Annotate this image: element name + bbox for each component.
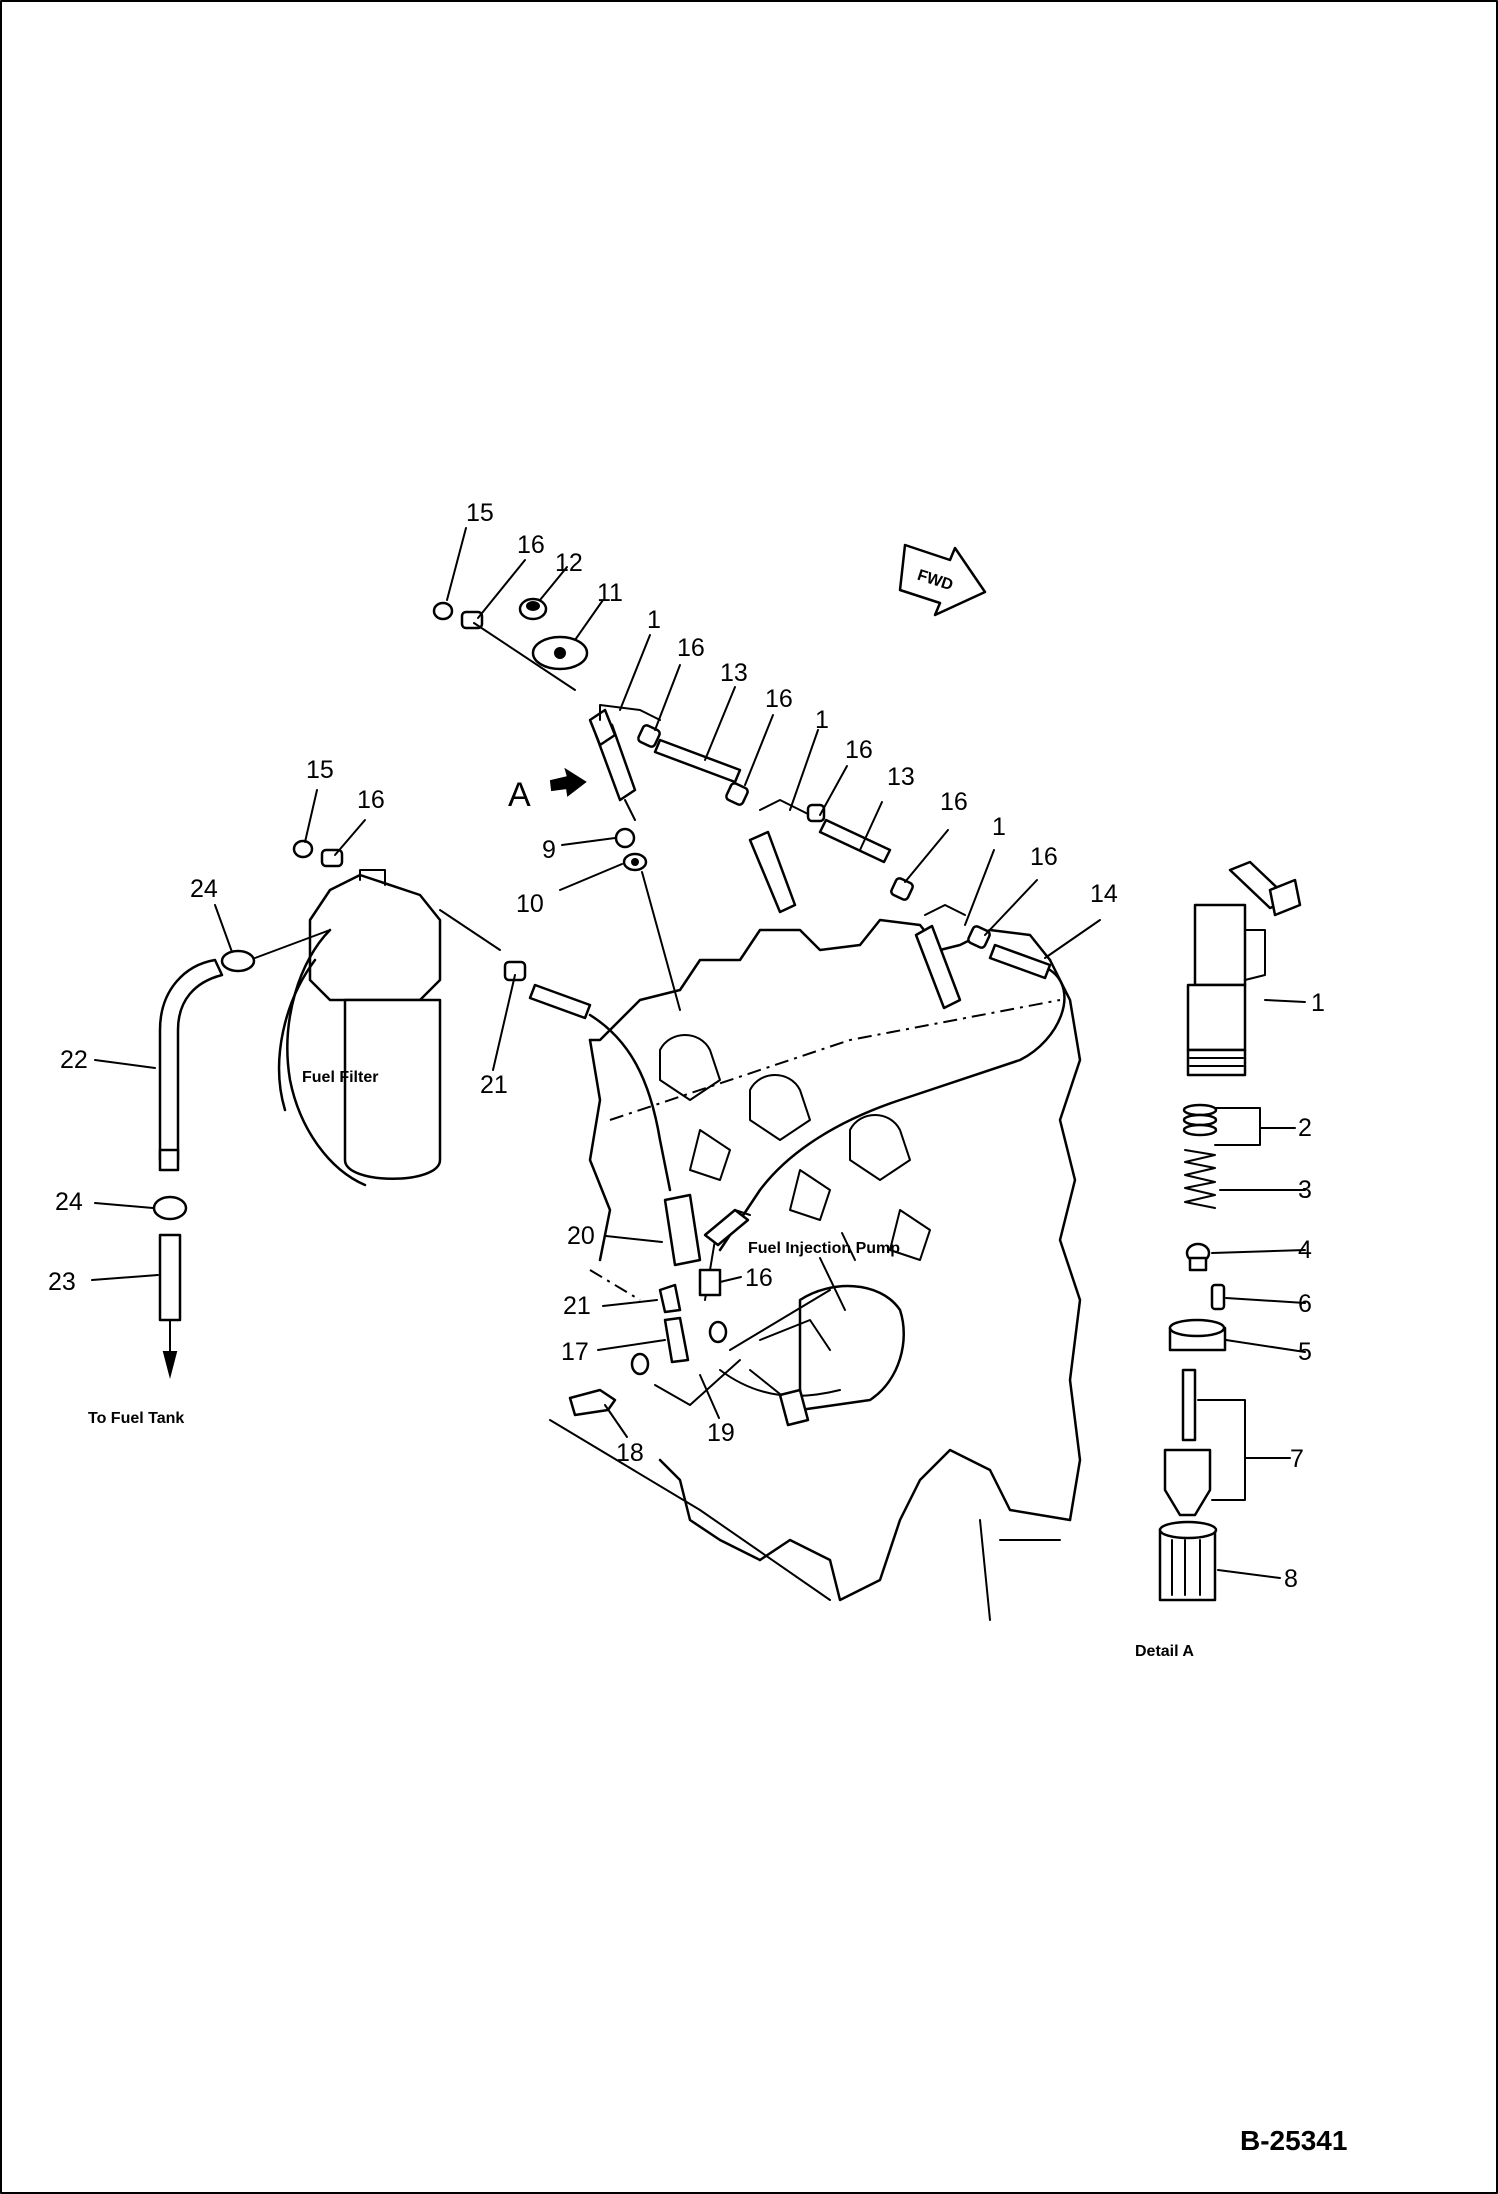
callout-16-e: 16 xyxy=(1030,843,1058,871)
fwd-arrow-icon: FWD xyxy=(898,543,987,617)
callout-10: 10 xyxy=(516,890,544,918)
callout-7: 7 xyxy=(1290,1445,1304,1473)
callout-22: 22 xyxy=(60,1046,88,1074)
fuel-filter-label: Fuel Filter xyxy=(302,1069,378,1086)
callout-9: 9 xyxy=(542,836,556,864)
drawing-code: B-25341 xyxy=(1240,2125,1347,2156)
view-a-label: A xyxy=(508,776,531,814)
leader-lines xyxy=(91,527,1306,1579)
callout-16-a: 16 xyxy=(677,634,705,662)
detail-a-label: Detail A xyxy=(1135,1643,1194,1660)
callout-6: 6 xyxy=(1298,1290,1312,1318)
callout-1-a: 1 xyxy=(647,606,661,634)
callout-12: 12 xyxy=(555,549,583,577)
callout-17: 17 xyxy=(561,1338,589,1366)
callout-15-left: 15 xyxy=(306,756,334,784)
engine-block xyxy=(549,918,1082,1621)
callout-8: 8 xyxy=(1284,1565,1298,1593)
callouts: 15 16 12 11 1 16 13 16 1 16 13 16 1 16 1… xyxy=(48,499,1325,1593)
callout-3: 3 xyxy=(1298,1176,1312,1204)
callout-2: 2 xyxy=(1298,1114,1312,1142)
callout-4: 4 xyxy=(1298,1236,1312,1264)
callout-15-top: 15 xyxy=(466,499,494,527)
fuel-injection-pump-label: Fuel Injection Pump xyxy=(748,1240,900,1257)
callout-16-d: 16 xyxy=(940,788,968,816)
callout-1-b: 1 xyxy=(815,706,829,734)
callout-1-detail: 1 xyxy=(1311,989,1325,1017)
callout-14: 14 xyxy=(1090,880,1118,908)
view-a-arrow-icon xyxy=(549,767,587,797)
callout-16-top: 16 xyxy=(517,531,545,559)
callout-16-left: 16 xyxy=(357,786,385,814)
callout-11: 11 xyxy=(597,579,623,607)
callout-13-a: 13 xyxy=(720,659,748,687)
callout-24-top: 24 xyxy=(190,875,218,903)
callout-19: 19 xyxy=(707,1419,735,1447)
callout-16-b: 16 xyxy=(765,685,793,713)
callout-18: 18 xyxy=(616,1439,644,1467)
callout-1-c: 1 xyxy=(992,813,1006,841)
callout-20: 20 xyxy=(567,1222,595,1250)
callout-16-pump: 16 xyxy=(745,1264,773,1292)
callout-13-b: 13 xyxy=(887,763,915,791)
fuel-filter xyxy=(220,839,672,1192)
to-fuel-tank-label: To Fuel Tank xyxy=(88,1410,184,1427)
callout-16-c: 16 xyxy=(845,736,873,764)
detail-a xyxy=(1158,860,1302,1602)
callout-5: 5 xyxy=(1298,1338,1312,1366)
fuel-injection-pump xyxy=(568,1193,905,1427)
callout-24-bottom: 24 xyxy=(55,1188,83,1216)
injector-assembly-top xyxy=(432,597,1066,1252)
callout-23: 23 xyxy=(48,1268,76,1296)
callout-21-bottom: 21 xyxy=(563,1292,591,1320)
callout-21-top: 21 xyxy=(480,1071,508,1099)
tank-hose xyxy=(152,958,224,1379)
